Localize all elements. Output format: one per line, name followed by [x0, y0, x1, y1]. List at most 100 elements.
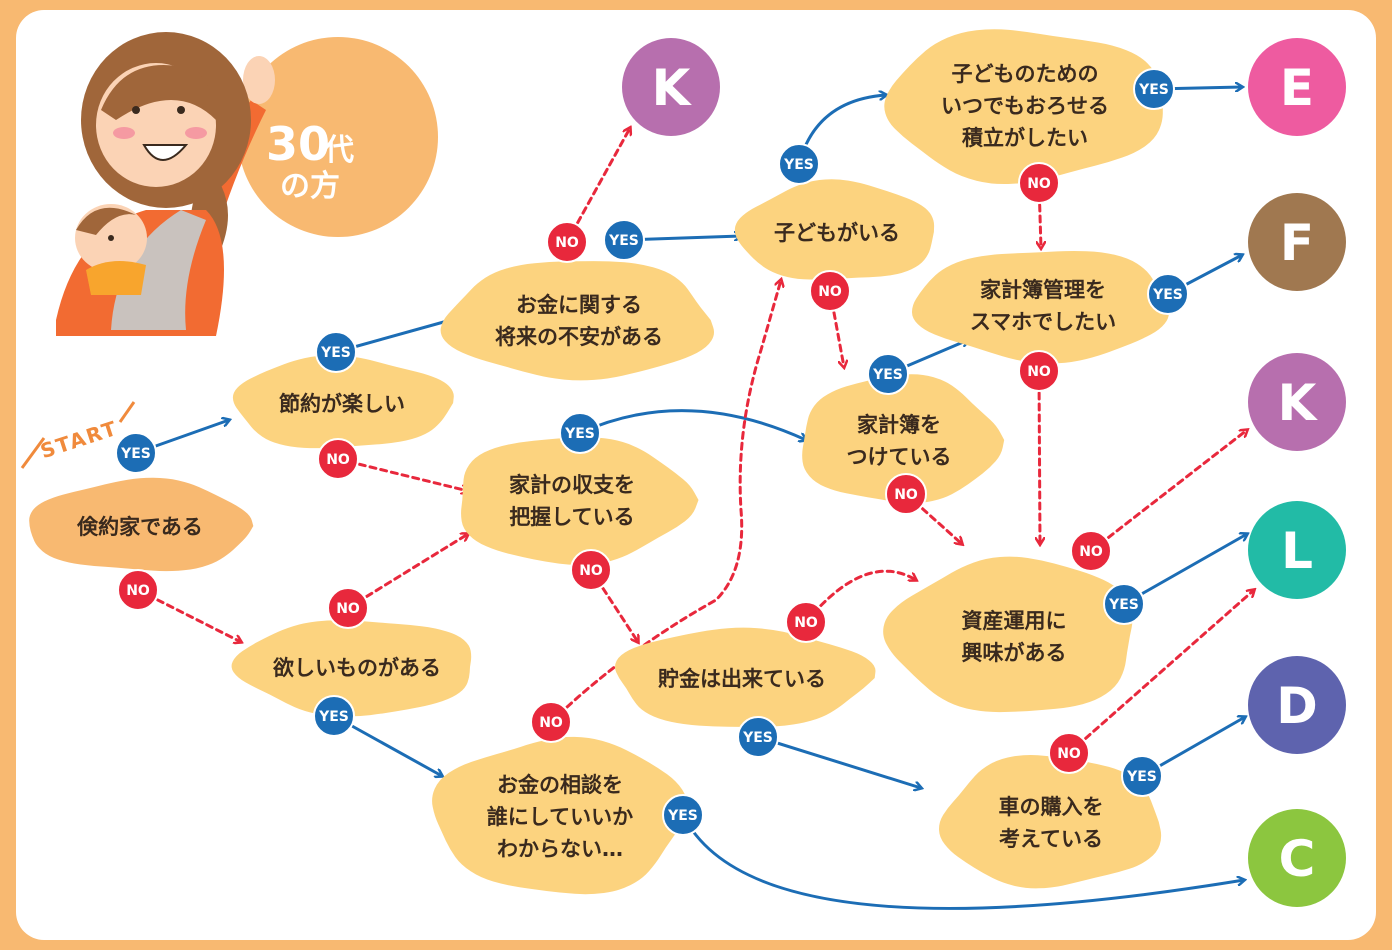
badge-label: YES [1152, 287, 1183, 303]
badge-circle [809, 270, 851, 312]
age-number: 30 [266, 117, 330, 171]
node-text: 考えている [999, 827, 1103, 851]
edge-n_shushi-n_kakeibo [578, 409, 806, 440]
start-text: START [37, 416, 121, 464]
result-circle [622, 38, 720, 136]
result-letter: F [1280, 214, 1314, 272]
badge-label: YES [1138, 82, 1169, 98]
age-line2: の方 [280, 169, 340, 204]
node-text: 家計の収支を [509, 473, 635, 497]
badge-circle [1133, 68, 1175, 110]
node-hoshii: 欲しいものがある [231, 620, 472, 717]
node-blob [432, 736, 688, 895]
result-D: D [1248, 656, 1346, 754]
node-text: 将来の不安がある [495, 325, 663, 349]
node-blob [938, 754, 1162, 889]
badge-label: NO [1027, 364, 1051, 380]
badge-circle [1070, 530, 1112, 572]
edge-n_soudan-r_C [681, 813, 1244, 910]
node-text: 貯金は出来ている [658, 667, 826, 691]
no-badge: NO [885, 473, 927, 515]
result-letter: C [1279, 830, 1316, 888]
result-circle [1248, 501, 1346, 599]
badge-circle [313, 695, 355, 737]
badge-label: YES [608, 233, 639, 249]
result-letter: K [652, 59, 693, 117]
badge-label: YES [667, 808, 698, 824]
badge-label: YES [564, 426, 595, 442]
node-blob [911, 250, 1169, 364]
node-text: お金の相談を [497, 773, 623, 797]
badge-circle [1121, 755, 1163, 797]
badge-label: YES [120, 446, 151, 462]
result-letter: K [1278, 374, 1319, 432]
badge-label: YES [742, 730, 773, 746]
yes-badge: YES [313, 695, 355, 737]
badge-label: NO [818, 284, 842, 300]
node-blob [440, 261, 715, 381]
diagram-frame: 30 代 の方 START 倹約家である 節約が楽しい欲しいものがある お金に関する… [16, 10, 1376, 940]
node-blob [232, 355, 454, 449]
node-text: 車の購入を [999, 795, 1104, 819]
badge-label: NO [1079, 544, 1103, 560]
badge-circle [785, 601, 827, 643]
yes-badge: YES [603, 219, 645, 261]
badge-circle [1018, 162, 1060, 204]
node-text: 誰にしていいか [487, 805, 633, 829]
badge-label: NO [539, 715, 563, 731]
edge-n_kuruma-r_L [1067, 590, 1254, 755]
badge-label: NO [894, 487, 918, 503]
result-circle [1248, 193, 1346, 291]
badge-label: YES [320, 345, 351, 361]
result-E: E [1248, 38, 1346, 136]
yes-badge: YES [1121, 755, 1163, 797]
badge-circle [559, 412, 601, 454]
result-circle [1248, 809, 1346, 907]
mother-baby-illustration: 30 代 の方 [56, 32, 438, 336]
yes-badge: YES [1147, 273, 1189, 315]
no-badge: NO [1048, 732, 1090, 774]
no-badge: NO [785, 601, 827, 643]
yes-badge: YES [1103, 583, 1145, 625]
node-blob [883, 556, 1133, 713]
age-suffix: 代 [323, 133, 354, 168]
edge-n_fuan-r_K1 [565, 128, 630, 244]
badge-label: NO [126, 583, 150, 599]
node-blob [614, 627, 876, 728]
node-ken: 倹約家である [29, 477, 254, 572]
badge-circle [327, 587, 369, 629]
node-soudan: お金の相談を誰にしていいかわからない… [432, 736, 688, 895]
node-text: 子どもがいる [774, 221, 900, 245]
edge-n_chokin-n_kuruma [756, 735, 921, 788]
badge-circle [867, 353, 909, 395]
edge-n_kakeibo_sm-n_shisan [1039, 369, 1040, 544]
result-L: L [1248, 501, 1346, 599]
badge-circle [117, 569, 159, 611]
edge-n_shisan-r_L [1122, 534, 1247, 606]
badge-circle [546, 221, 588, 263]
node-setsu: 節約が楽しい [232, 355, 454, 449]
result-K: K [1248, 353, 1346, 451]
edge-start-n_hoshii [136, 588, 241, 642]
no-badge: NO [1070, 530, 1112, 572]
result-F: F [1248, 193, 1346, 291]
badge-label: YES [872, 367, 903, 383]
no-badge: NO [809, 270, 851, 312]
edge-n_setsu-n_shushi [336, 457, 468, 491]
yes-badge: YES [778, 143, 820, 185]
node-kodomo: 子どもがいる [734, 179, 935, 280]
badge-label: YES [1108, 597, 1139, 613]
age-circle [238, 37, 438, 237]
badge-label: NO [326, 452, 350, 468]
node-blob [884, 29, 1163, 185]
badge-circle [662, 794, 704, 836]
no-badge: NO [317, 438, 359, 480]
node-text: 資産運用に [962, 609, 1067, 633]
node-text: わからない… [497, 837, 623, 861]
